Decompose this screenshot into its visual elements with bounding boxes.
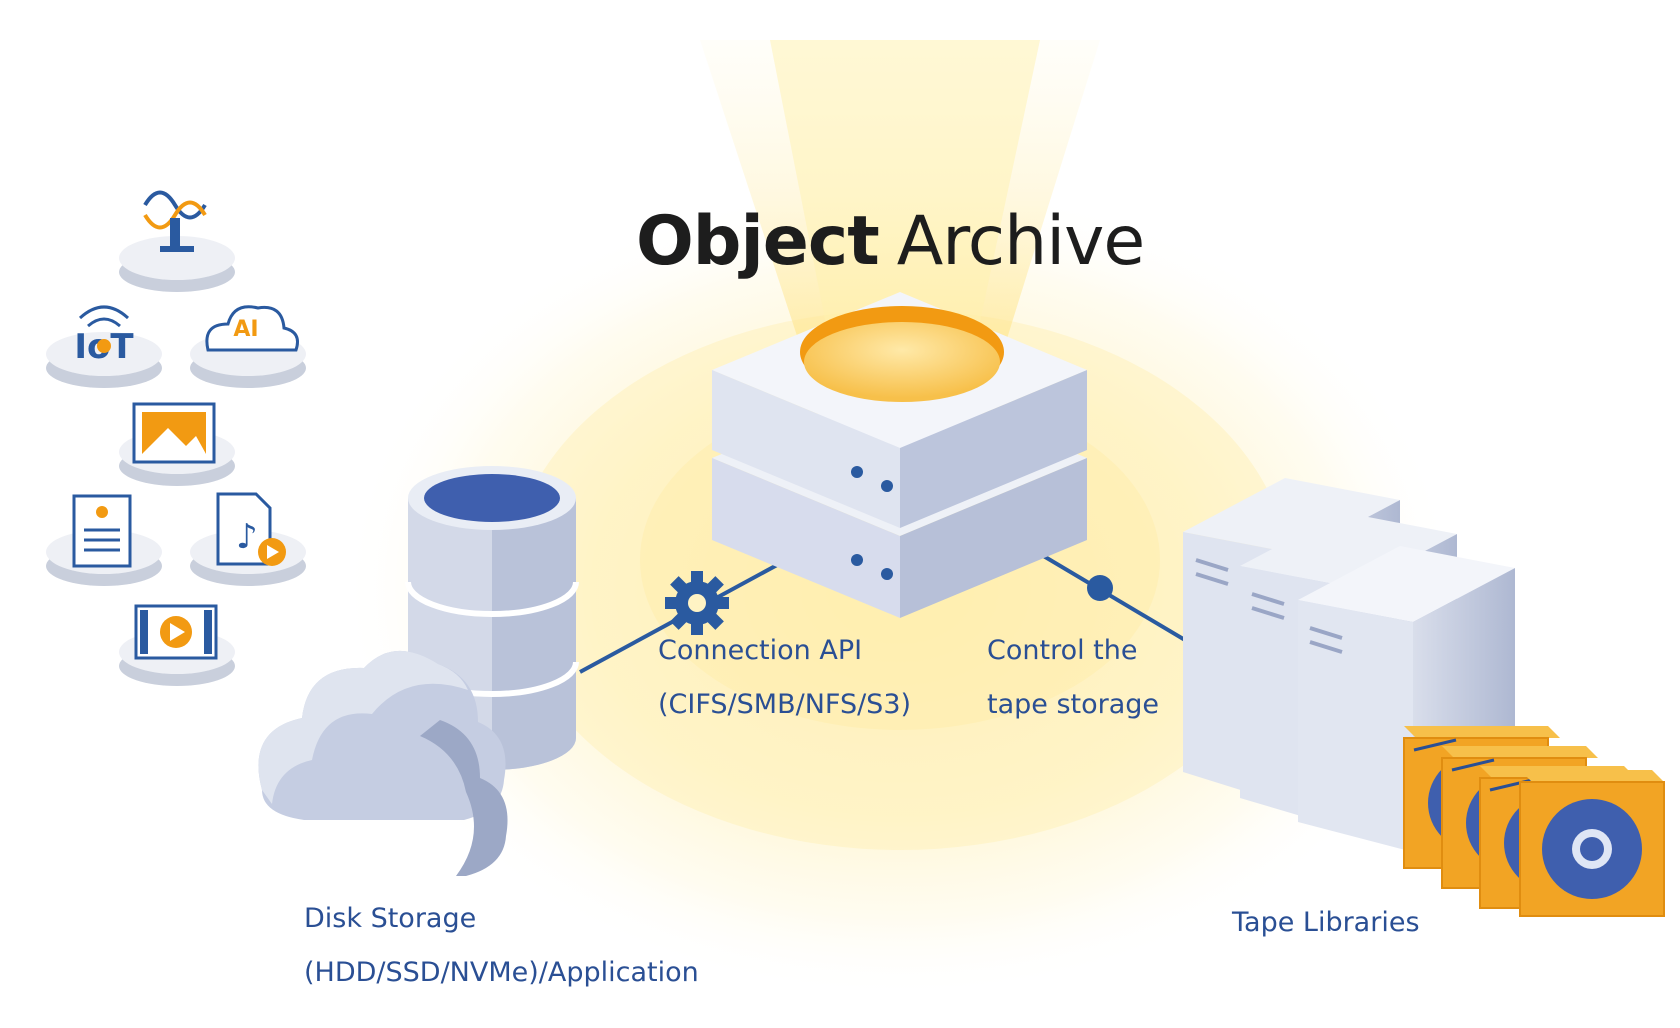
logo-archive: Archive: [896, 202, 1145, 281]
tape-cartridges: [1403, 726, 1665, 917]
tape-line: Tape Libraries: [1232, 907, 1420, 938]
object-archive-server: [712, 292, 1087, 618]
svg-text:♪: ♪: [236, 517, 258, 557]
gear-icon: [665, 571, 729, 635]
data-sources-icons: IoT AI ♪: [46, 190, 306, 686]
connection-api-label: Connection API (CIFS/SMB/NFS/S3): [658, 624, 911, 732]
connection-api-line2: (CIFS/SMB/NFS/S3): [658, 689, 912, 720]
image-icon: [119, 402, 235, 486]
logo-object: Object: [636, 202, 880, 281]
audio-file-icon: ♪: [190, 492, 306, 586]
dna-microscope-icon: [119, 190, 235, 292]
ai-text: AI: [233, 317, 258, 342]
control-tape-label: Control the tape storage: [987, 624, 1159, 732]
control-line2: tape storage: [987, 689, 1160, 720]
iot-icon: IoT: [46, 305, 162, 388]
video-icon: [119, 604, 235, 686]
disk-line1: Disk Storage: [304, 903, 477, 934]
disk-storage-label: Disk Storage (HDD/SSD/NVMe)/Application: [304, 892, 699, 1000]
control-line1: Control the: [987, 635, 1138, 666]
connection-api-line1: Connection API: [658, 635, 863, 666]
document-icon: [46, 494, 162, 586]
tape-library-racks: [1183, 478, 1515, 852]
ai-cloud-icon: AI: [190, 305, 306, 388]
cloud-icon: [258, 650, 508, 876]
light-beam: [700, 40, 1100, 345]
disk-line2: (HDD/SSD/NVMe)/Application: [304, 957, 699, 988]
tape-cartridge-icon: [1519, 770, 1665, 917]
connector-dot: [1087, 575, 1113, 601]
tape-libraries-label: Tape Libraries: [1232, 896, 1420, 950]
